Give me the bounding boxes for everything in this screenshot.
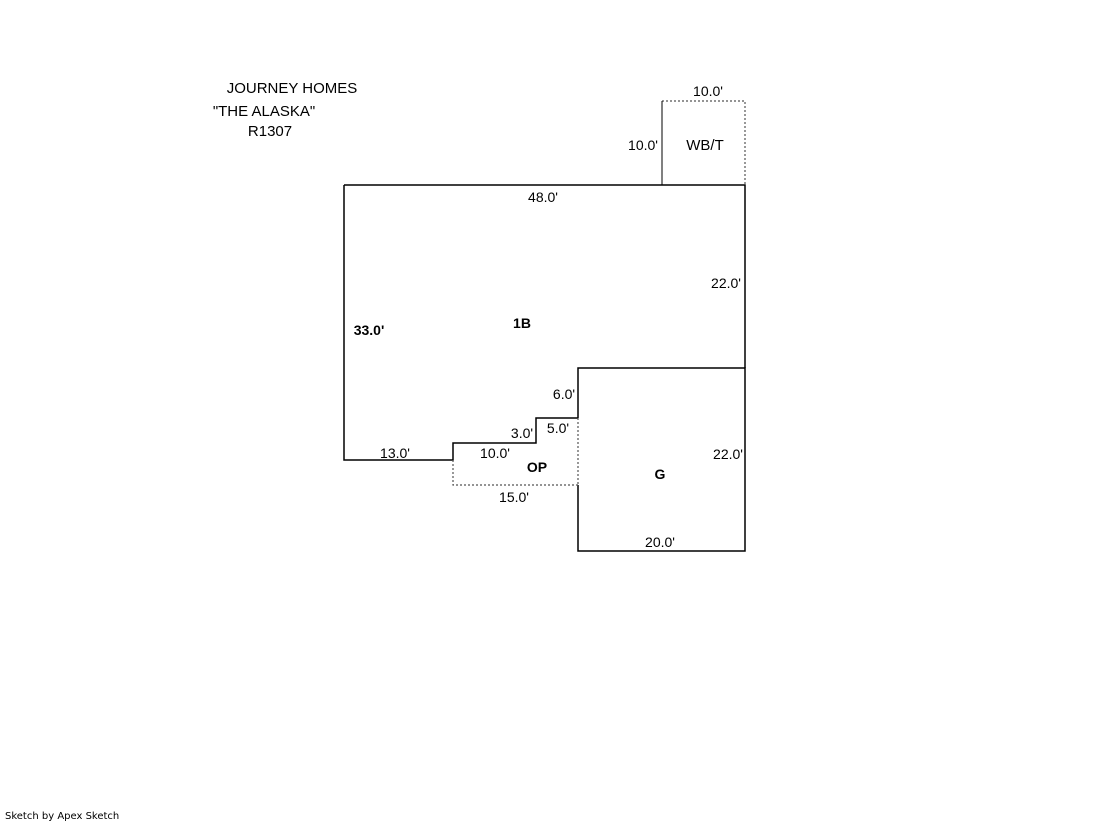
main-dim-step1: 3.0': [511, 425, 533, 441]
porch-dim-bottom: 15.0': [499, 489, 529, 505]
wbt-dim-left: 10.0': [628, 137, 658, 153]
company-name: JOURNEY HOMES: [227, 80, 358, 97]
main-dim-bottom: 13.0': [380, 445, 410, 461]
main-dim-step3: 6.0': [553, 386, 575, 402]
main-outline: [343, 184, 746, 461]
wbt-dim-top: 10.0': [693, 83, 723, 99]
porch-outline: [452, 460, 578, 486]
garage-label: G: [655, 466, 666, 482]
model-code: R1307: [248, 123, 292, 140]
wbt-label: WB/T: [686, 137, 724, 154]
main-dim-left: 33.0': [354, 322, 385, 338]
garage-dim-right: 22.0': [713, 446, 743, 462]
main-dim-top: 48.0': [528, 189, 558, 205]
garage-dim-bottom: 20.0': [645, 534, 675, 550]
main-dim-right: 22.0': [711, 275, 741, 291]
main-label: 1B: [513, 315, 531, 331]
main-dim-step2: 5.0': [547, 420, 569, 436]
footer-credit: Sketch by Apex Sketch: [5, 811, 119, 821]
porch-dim-top: 10.0': [480, 445, 510, 461]
garage-outline: [577, 367, 746, 552]
model-name: "THE ALASKA": [213, 103, 315, 120]
porch-label: OP: [527, 459, 547, 475]
